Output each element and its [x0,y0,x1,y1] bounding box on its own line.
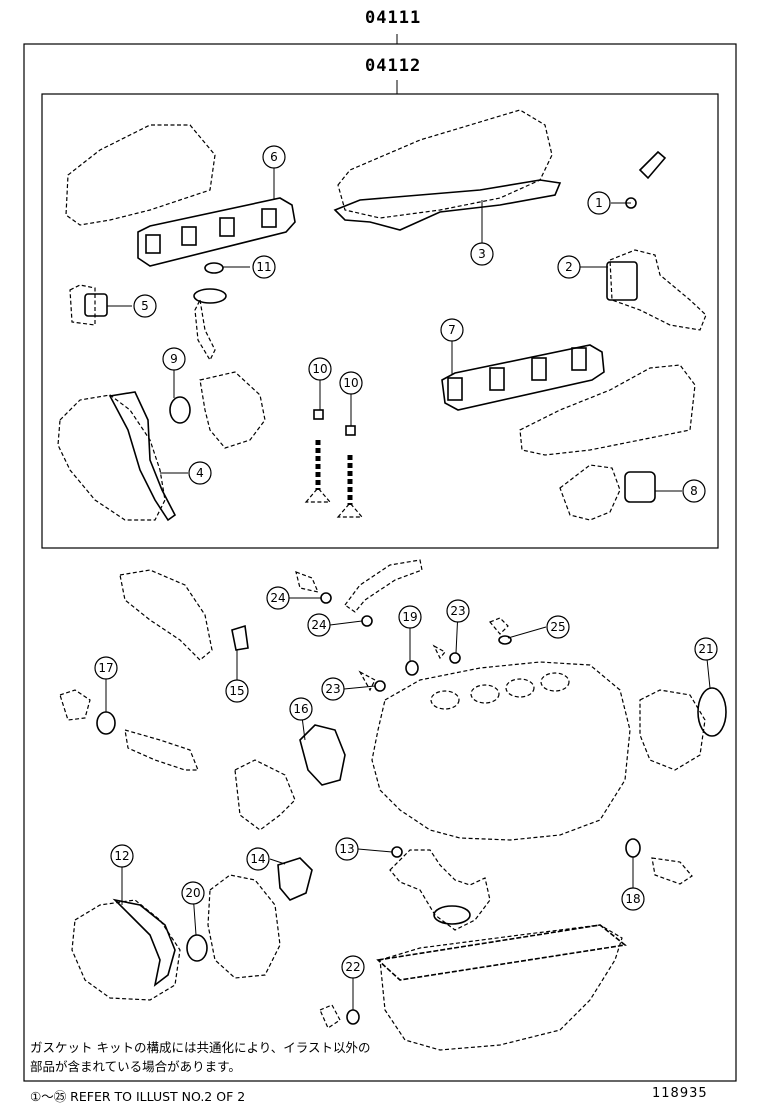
outer-kit-frame [23,43,737,1082]
svg-text:17: 17 [98,661,113,675]
callout-10b: 10 [339,371,363,395]
callout-9: 9 [162,347,186,371]
timing-cover-part [57,394,166,521]
callout-5: 5 [133,294,157,318]
svg-text:10: 10 [343,376,358,390]
callout-21: 21 [694,637,718,661]
callout-14: 14 [246,847,270,871]
cylinder-block-part [371,661,631,841]
callout-1: 1 [587,191,611,215]
callout-6: 6 [262,145,286,169]
intake-manifold-part [519,364,696,456]
svg-text:22: 22 [345,960,360,974]
svg-text:5: 5 [141,299,149,313]
oil-pump-gasket-part [112,898,176,987]
outer-kit-code: 04111 [365,8,422,28]
callout-2: 2 [557,255,581,279]
callout-22: 22 [341,955,365,979]
illustration-number: 118935 [652,1086,708,1101]
svg-text:3: 3 [478,247,486,261]
svg-text:6: 6 [270,150,278,164]
inner-kit-code: 04112 [365,56,422,76]
intake-manifold-gasket-part [441,344,605,411]
callout-12: 12 [110,844,134,868]
svg-text:2: 2 [565,260,573,274]
svg-text:1: 1 [595,196,603,210]
sensor-part [638,150,667,180]
callout-20: 20 [181,881,205,905]
callout-24a: 24 [266,586,290,610]
svg-text:24: 24 [270,591,285,605]
exhaust-manifold-gasket-part [137,197,296,267]
callout-15: 15 [225,679,249,703]
svg-text:8: 8 [690,484,698,498]
kit-note: ガスケット キットの構成には共通化により、イラスト以外の 部品が含まれている場合… [30,1038,370,1076]
svg-text:23: 23 [450,604,465,618]
svg-text:4: 4 [196,466,204,480]
svg-text:15: 15 [229,684,244,698]
reference-note: ①～㉕ REFER TO ILLUST NO.2 OF 2 [30,1089,246,1104]
callout-8: 8 [682,479,706,503]
water-outlet-part [609,249,707,331]
callout-3: 3 [470,242,494,266]
callout-24b: 24 [307,613,331,637]
svg-text:20: 20 [185,886,200,900]
kit-note-line-2: 部品が含まれている場合があります。 [30,1059,241,1074]
callout-10a: 10 [308,357,332,381]
svg-text:14: 14 [250,852,265,866]
svg-text:21: 21 [698,642,713,656]
svg-text:25: 25 [550,620,565,634]
kit-note-line-1: ガスケット キットの構成には共通化により、イラスト以外の [30,1040,371,1055]
svg-text:24: 24 [311,618,326,632]
svg-text:7: 7 [448,323,456,337]
svg-text:12: 12 [114,849,129,863]
callout-11: 11 [252,255,276,279]
oil-pan-part [379,924,623,1051]
svg-text:19: 19 [402,610,417,624]
callout-17: 17 [94,656,118,680]
svg-text:10: 10 [312,362,327,376]
svg-text:18: 18 [625,892,640,906]
callout-23b: 23 [446,599,470,623]
callout-19: 19 [398,605,422,629]
head-cover-gasket-part [333,179,562,231]
water-pump-gasket-part [299,724,346,786]
svg-text:9: 9 [170,352,178,366]
inner-kit-frame [41,93,719,549]
callout-18: 18 [621,887,645,911]
svg-text:13: 13 [339,842,354,856]
callout-25: 25 [546,615,570,639]
callout-23a: 23 [321,677,345,701]
callout-7: 7 [440,318,464,342]
manifold-shroud-part [65,124,216,226]
svg-text:11: 11 [256,260,271,274]
svg-text:23: 23 [325,682,340,696]
callout-16: 16 [289,697,313,721]
callout-4: 4 [188,461,212,485]
svg-text:16: 16 [293,702,308,716]
callout-13: 13 [335,837,359,861]
timing-cover-gasket-part [108,391,177,522]
